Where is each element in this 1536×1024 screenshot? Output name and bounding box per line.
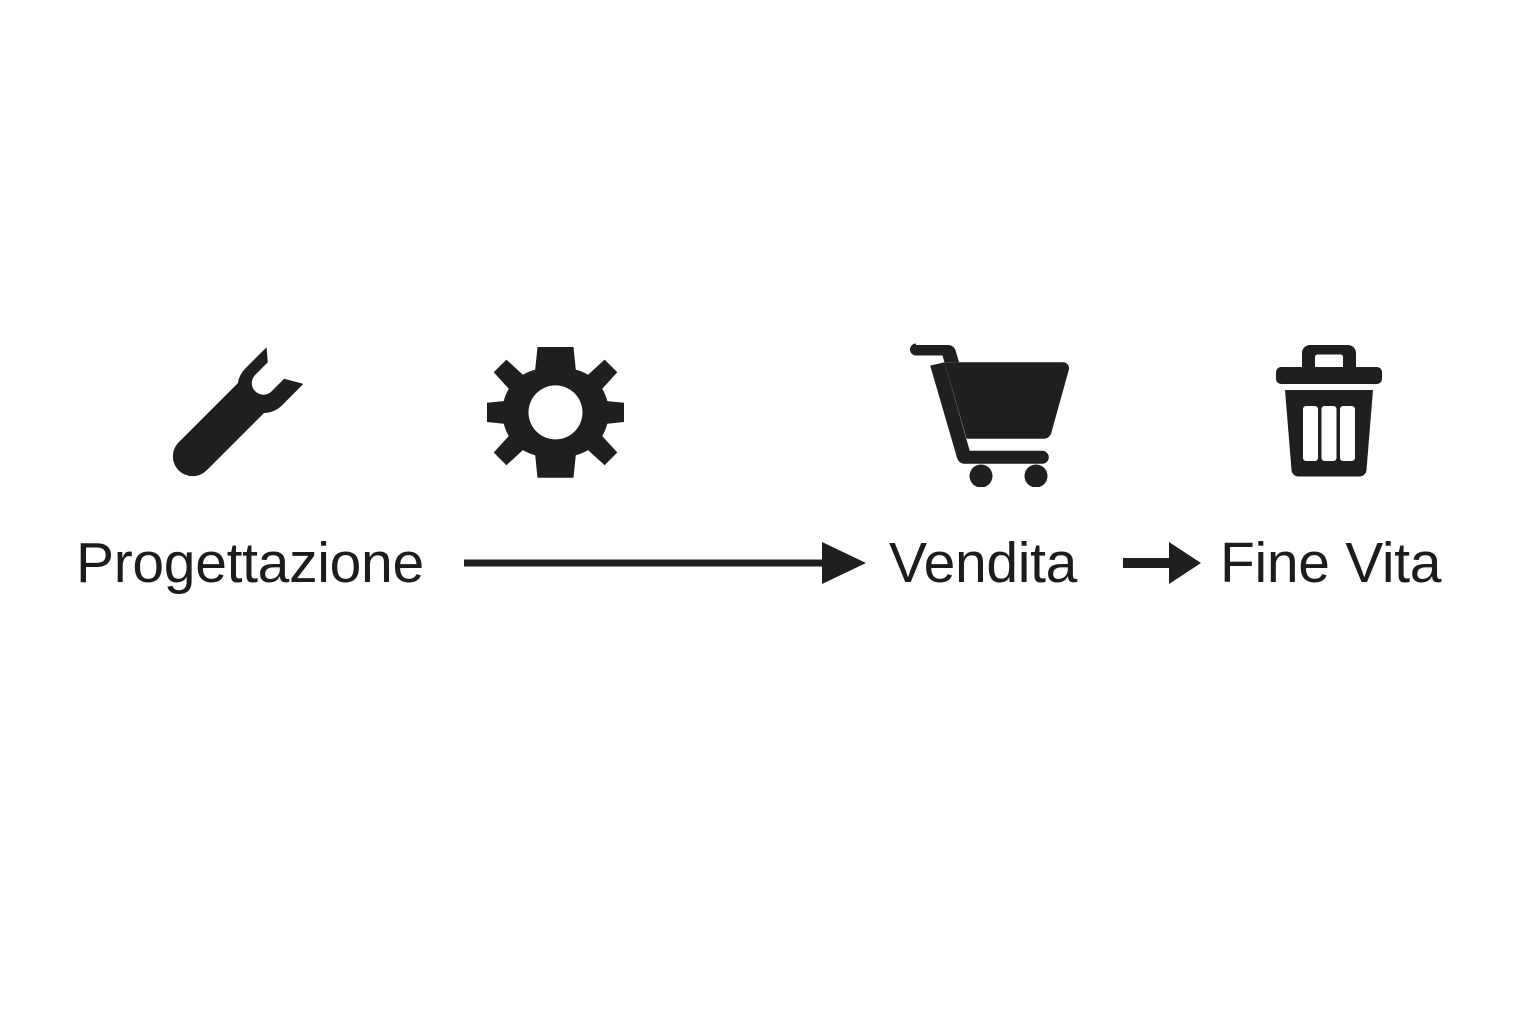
stage-label-row: Progettazione Vendita Fine Vita [0, 522, 1536, 604]
stage-label-vendita: Vendita [889, 531, 1078, 595]
gear-icon[interactable] [487, 341, 624, 483]
arrow-right-icon [464, 536, 868, 590]
wrench-icon[interactable] [166, 340, 306, 484]
shopping-cart-icon[interactable] [908, 343, 1072, 487]
stage-label-progettazione: Progettazione [76, 531, 424, 595]
stage-label-fine-vita: Fine Vita [1220, 531, 1442, 595]
trash-can-icon[interactable] [1274, 343, 1384, 479]
arrow-right-icon [1123, 536, 1203, 590]
